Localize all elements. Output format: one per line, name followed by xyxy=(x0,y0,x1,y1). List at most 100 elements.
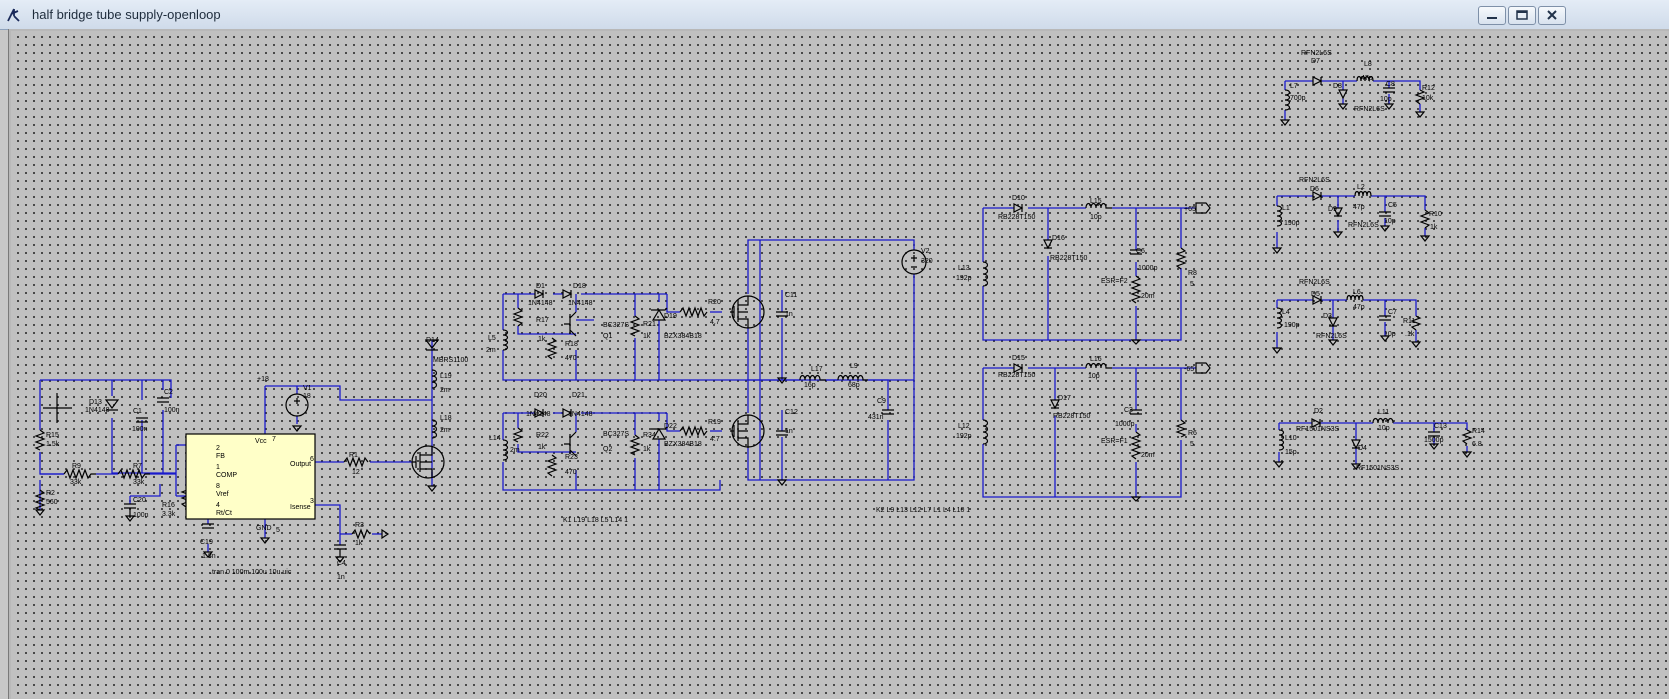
label-r3: R3 xyxy=(355,522,364,529)
value-c6: 1000p xyxy=(1138,265,1158,272)
ic-pin-fb: FB xyxy=(216,453,225,460)
label-r6: R6 xyxy=(1188,430,1197,437)
ic-pin-7: 7 xyxy=(272,436,276,443)
pwm-controller-ic[interactable] xyxy=(185,433,316,520)
value-r6: 5 xyxy=(1190,441,1194,448)
close-icon xyxy=(1547,10,1557,20)
value-l18: 2m xyxy=(440,427,450,434)
label-r14: R14 xyxy=(1472,428,1485,435)
ic-pin-5: 5 xyxy=(276,527,280,534)
value-d18: 1N4148 xyxy=(568,300,593,307)
label-c4: C4 xyxy=(337,560,346,567)
gate-drive-components xyxy=(502,249,927,486)
label-r11: R11 xyxy=(1403,318,1415,325)
value-d13: 1N4148 xyxy=(85,407,110,414)
window-titlebar[interactable]: half bridge tube supply-openloop xyxy=(0,0,1669,30)
label-d6: D6 xyxy=(1310,186,1319,193)
label-l18: L18 xyxy=(440,415,452,422)
close-button[interactable] xyxy=(1538,6,1566,25)
value-esr-r1: 20m xyxy=(1141,293,1155,300)
label-l19: L19 xyxy=(440,373,452,380)
label-c13: C13 xyxy=(1434,423,1447,430)
coupling-directive-k1: K1 L19 L18 L5 L14 1 xyxy=(563,517,628,524)
ic-pin-vcc: Vcc xyxy=(255,438,267,445)
label-l13: L13 xyxy=(958,265,970,272)
label-q2: Q2 xyxy=(603,446,612,453)
restore-button[interactable] xyxy=(1508,6,1536,25)
value-r23: 470 xyxy=(565,469,577,476)
label-c9: C9 xyxy=(877,398,886,405)
value-d20: 1N4148 xyxy=(526,411,551,418)
label-d14: D14 xyxy=(426,337,439,344)
label-d17: D17 xyxy=(1058,395,1071,402)
value-d9: RFN2L6S xyxy=(1348,222,1379,229)
value-q2: BC327S xyxy=(603,431,629,438)
value-r1: 12 xyxy=(352,469,360,476)
coupling-directive-k2: K2 L9 L13 L12 L7 L1 L4 L10 1 xyxy=(876,507,970,514)
value-r18: 470 xyxy=(565,355,577,362)
value-l5: 2m xyxy=(486,347,496,354)
value-r2: 560 xyxy=(46,499,58,506)
label-r8: R8 xyxy=(1188,270,1197,277)
ic-pin-3: 3 xyxy=(310,498,314,505)
label-d10: D10 xyxy=(1012,195,1025,202)
label-c5: C5 xyxy=(1388,202,1397,209)
label-c3: C3 xyxy=(1124,407,1133,414)
esr-param-f2: ESR=F2 xyxy=(1101,278,1128,285)
label-l1: L1 xyxy=(1282,205,1290,212)
aux-supply-labels: RFN2L6S D7 L7 700p D8 L8 47p C8 10p RFN2… xyxy=(1282,50,1485,472)
ic-pin-6: 6 xyxy=(310,456,314,463)
label-l9: L9 xyxy=(850,363,858,370)
net-label-plus18: +18 xyxy=(257,376,269,383)
value-l14: 2m xyxy=(510,447,520,454)
label-d2: D2 xyxy=(1314,408,1323,415)
label-c11: C11 xyxy=(785,292,797,299)
value-d6: RFN2L6S xyxy=(1299,177,1330,184)
value-v2: 320 xyxy=(921,258,933,265)
value-d16: RB228T150 xyxy=(1050,255,1087,262)
value-r21: 1k xyxy=(643,333,651,340)
value-c4: 1n xyxy=(337,574,345,581)
value-c13: 1500p xyxy=(1424,437,1444,444)
label-r16: R16 xyxy=(162,502,175,509)
secondary-65v-wires xyxy=(982,207,1196,498)
ic-pin-isense: Isense xyxy=(290,504,311,511)
label-d22: D22 xyxy=(664,423,677,430)
label-d15: D15 xyxy=(1012,355,1025,362)
controller-components xyxy=(34,339,445,563)
value-q1: BC327S xyxy=(603,322,629,329)
value-d17: RB228T150 xyxy=(1053,413,1090,420)
value-c12: 1n xyxy=(785,428,793,435)
label-c1: C1 xyxy=(133,408,142,415)
value-l19: 2m xyxy=(440,387,450,394)
label-r34: R34 xyxy=(643,432,656,439)
label-d1: D1 xyxy=(536,283,545,290)
label-r20: R20 xyxy=(708,299,721,306)
minimize-icon xyxy=(1487,17,1497,19)
value-c19: 1.8n xyxy=(202,553,216,560)
value-d14: MBRS1100 xyxy=(433,357,468,364)
value-c5: 10p xyxy=(1384,218,1396,225)
label-d5: D5 xyxy=(1311,291,1320,298)
aux-supply-wires xyxy=(1276,80,1468,464)
label-l6: L6 xyxy=(1353,289,1361,296)
label-d4: D4 xyxy=(1358,445,1367,452)
label-l4: L4 xyxy=(1282,309,1290,316)
secondary-65v-labels: L13 192p D10 RB228T150 D16 RB228T150 L15… xyxy=(956,195,1197,459)
aux-supply-components xyxy=(1271,75,1473,470)
value-l9: 68p xyxy=(848,382,860,389)
ltspice-app-icon xyxy=(7,8,20,22)
value-d7: RFN2L6S xyxy=(1301,50,1332,57)
value-c1: 100n xyxy=(132,426,148,433)
schematic-canvas[interactable] xyxy=(11,31,1669,699)
ic-pin-2: 2 xyxy=(216,445,220,452)
tran-directive: .tran 0 100m 100u 10u uic xyxy=(210,569,292,576)
label-l7: L7 xyxy=(1290,83,1298,90)
ic-pin-gnd: GND xyxy=(256,525,272,532)
value-r15: 1.5k xyxy=(46,441,60,448)
controller-labels: R15 1.5k R2 560 D13 1N4148 C1 100n C2 10… xyxy=(46,337,468,581)
label-d21: D21 xyxy=(572,392,585,399)
value-r19: 4.7 xyxy=(710,436,720,443)
minimize-button[interactable] xyxy=(1478,6,1506,25)
